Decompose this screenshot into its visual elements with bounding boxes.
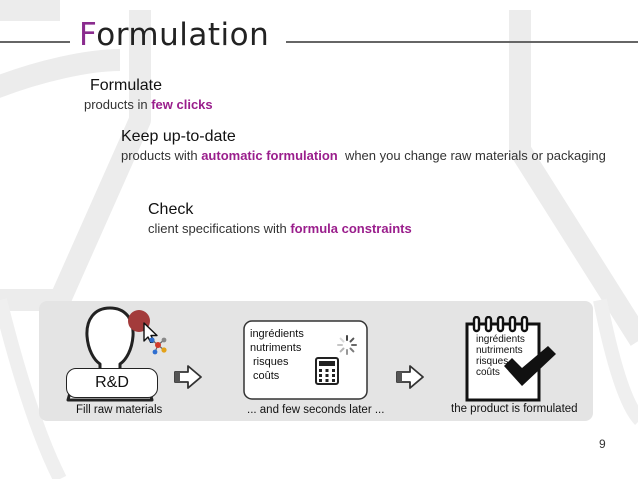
- header-rule-right: [286, 41, 638, 43]
- point-highlight: few clicks: [151, 97, 213, 112]
- page-title: Formulation: [79, 20, 269, 51]
- point-highlight: automatic formulation: [201, 148, 338, 163]
- page-number: 9: [599, 437, 606, 451]
- checkmark-icon: [504, 346, 556, 386]
- checklist-item: risques: [476, 356, 509, 367]
- card-list: ingrédients nutriments risques coûts: [250, 327, 304, 383]
- step2-caption: ... and few seconds later ...: [247, 404, 385, 416]
- arrow-right-icon: [396, 365, 424, 389]
- checklist-item: ingrédients: [476, 334, 525, 345]
- header-rule-left: [0, 41, 70, 43]
- point-description: client specifications with formula const…: [148, 220, 412, 237]
- title-initial: F: [79, 17, 97, 53]
- point-heading: Check: [148, 201, 194, 218]
- card-item: ingrédients: [250, 328, 304, 340]
- point-description: products in few clicks: [84, 96, 213, 113]
- point-highlight: formula constraints: [290, 221, 412, 236]
- role-badge: R&D: [66, 368, 158, 398]
- point-text: client specifications with: [148, 221, 291, 236]
- checklist-item: coûts: [476, 367, 500, 378]
- step1-caption: Fill raw materials: [76, 404, 163, 416]
- card-item: coûts: [253, 370, 280, 382]
- checklist-items: ingrédients nutriments risques coûts: [476, 334, 525, 378]
- point-keep-up-to-date: Keep up-to-date products with automatic …: [121, 127, 616, 164]
- checklist-item: nutriments: [476, 345, 523, 356]
- point-heading: Keep up-to-date: [121, 128, 236, 145]
- point-check: Check client specifications with formula…: [148, 200, 412, 237]
- point-text-after: when you change raw materials or packagi…: [337, 148, 606, 163]
- checklist-icon: [465, 316, 541, 402]
- point-heading: Formulate: [90, 77, 163, 94]
- point-text: products in: [84, 97, 152, 112]
- card-item: risques: [253, 356, 289, 368]
- molecule-icon: [149, 337, 167, 355]
- point-text: products with: [121, 148, 202, 163]
- spinner-icon: [337, 335, 357, 355]
- point-description: products with automatic formulation when…: [121, 147, 616, 164]
- step3-caption: the product is formulated: [451, 403, 578, 415]
- title-rest: ormulation: [96, 17, 270, 53]
- arrow-right-icon: [174, 365, 202, 389]
- point-formulate: Formulate products in few clicks: [84, 76, 213, 113]
- card-item: nutriments: [250, 342, 302, 354]
- calculator-icon: [315, 357, 339, 385]
